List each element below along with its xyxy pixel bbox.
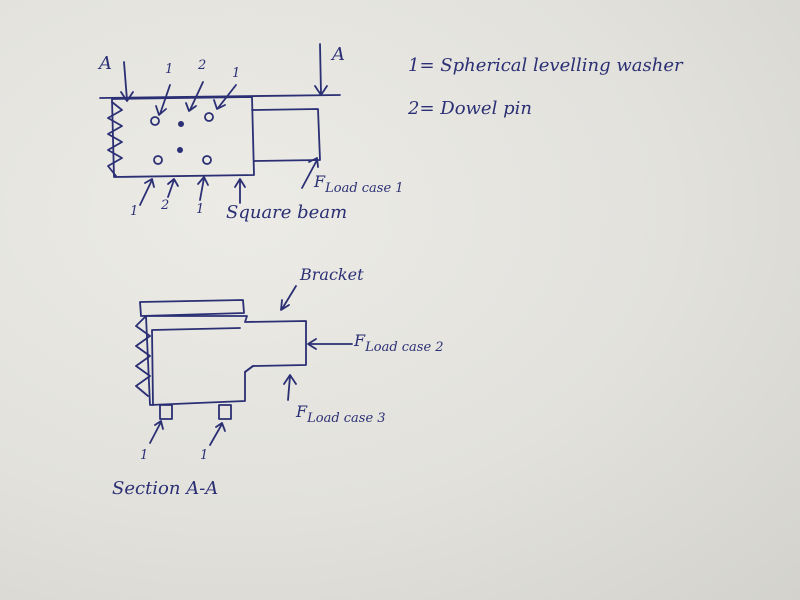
force-lc1-symbol: F [314, 172, 326, 191]
washer-arrows [149, 420, 226, 446]
washer-left [159, 404, 173, 420]
section-arrow-left [120, 61, 134, 102]
bracket-pointer-arrow [280, 285, 297, 311]
legend-washer: 1= Spherical levelling washer [408, 55, 683, 76]
square-beam-outline [111, 96, 255, 178]
top-marker-1: 1 [165, 62, 174, 77]
force-lc1-label: FLoad case 1 [314, 172, 404, 196]
force-lc1-arrow [301, 157, 319, 189]
force-lc2-arrow [307, 338, 353, 350]
force-lc3-subscript: Load case 3 [307, 411, 386, 426]
section-mark-right: A [332, 44, 345, 65]
beam-break-line [107, 101, 123, 177]
section-inner-line [151, 327, 254, 406]
bottom-marker-2: 2 [161, 198, 170, 213]
washer-hole-2 [204, 112, 214, 122]
legend-dowel: 2= Dowel pin [408, 98, 532, 119]
force-lc3-arrow [283, 374, 297, 401]
square-beam-label: Square beam [226, 202, 348, 223]
bracket-outline [145, 315, 307, 406]
washer-label-right: 1 [200, 448, 209, 463]
section-mark-left: A [99, 53, 112, 74]
force-lc3-label: FLoad case 3 [296, 402, 386, 426]
washer-hole-1 [150, 116, 160, 126]
section-break-line [135, 315, 151, 397]
dowel-pin-1 [178, 121, 184, 127]
top-marker-3: 1 [232, 66, 241, 81]
washer-label-left: 1 [140, 448, 149, 463]
top-view-drawing [99, 43, 341, 206]
section-view-drawing [135, 285, 353, 446]
section-beam-top [139, 299, 245, 317]
bracket-label: Bracket [300, 265, 364, 284]
top-marker-2: 2 [198, 58, 207, 73]
washer-hole-3 [153, 155, 163, 165]
bracket-end-view [251, 108, 321, 162]
force-lc2-label: FLoad case 2 [354, 331, 444, 355]
force-lc2-symbol: F [354, 331, 366, 350]
force-lc3-symbol: F [296, 402, 308, 421]
force-lc2-subscript: Load case 2 [365, 340, 444, 355]
washer-right [218, 404, 232, 420]
force-lc1-subscript: Load case 1 [325, 181, 404, 196]
bottom-marker-3: 1 [196, 202, 205, 217]
section-title: Section A-A [112, 478, 219, 499]
section-arrow-right [314, 43, 328, 96]
section-cut-line [99, 94, 341, 99]
bottom-marker-arrows [139, 176, 246, 206]
washer-hole-4 [202, 155, 212, 165]
bottom-marker-1: 1 [130, 204, 139, 219]
dowel-pin-2 [177, 147, 183, 153]
top-marker-arrows [155, 81, 237, 116]
